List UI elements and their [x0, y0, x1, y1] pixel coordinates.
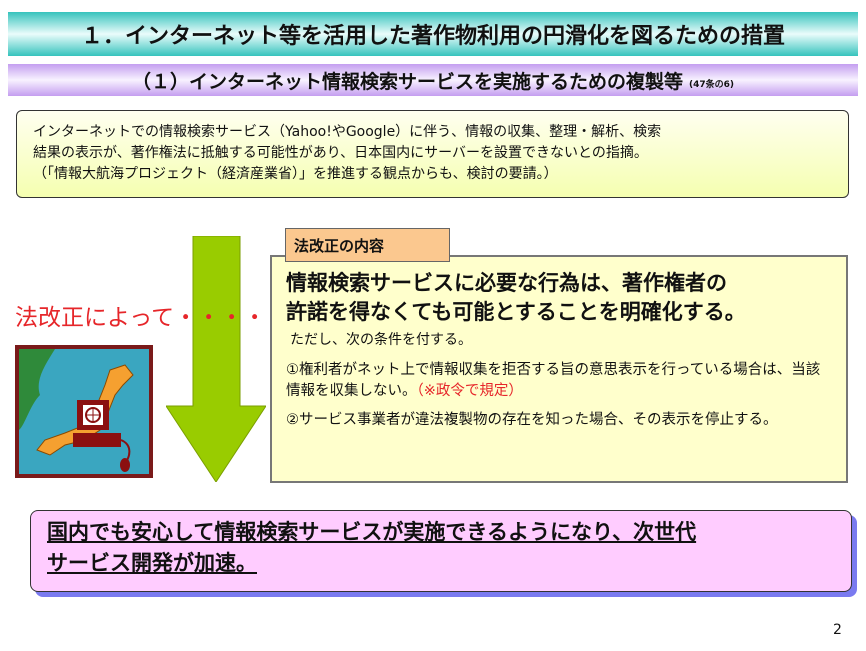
background-box: インターネットでの情報検索サービス（Yahoo!やGoogle）に伴う、情報の収… — [16, 110, 849, 198]
result-line: 国内でも安心して情報検索サービスが実施できるようになり、次世代 — [47, 520, 697, 544]
result-line: サービス開発が加速。 — [47, 551, 257, 575]
law-tag: 法改正の内容 — [285, 228, 450, 262]
intro-line: インターネットでの情報検索サービス（Yahoo!やGoogle）に伴う、情報の収… — [33, 124, 662, 140]
law-main-line: 情報検索サービスに必要な行為は、著作権者の — [286, 271, 727, 295]
down-arrow-icon — [166, 236, 266, 482]
result-box: 国内でも安心して情報検索サービスが実施できるようになり、次世代 サービス開発が加… — [30, 510, 852, 592]
condition-1: ①権利者がネット上で情報収集を拒否する旨の意思表示を行っている場合は、当該情報を… — [286, 362, 821, 399]
page-number: 2 — [833, 622, 842, 638]
section-title: （１）インターネット情報検索サービスを実施するための複製等 (47条の6) — [8, 64, 858, 96]
condition-1-note: （※政令で規定） — [416, 383, 523, 399]
japan-server-map-icon — [15, 345, 153, 478]
intro-line: 結果の表示が、著作権法に抵触する可能性があり、日本国内にサーバーを設置できないと… — [33, 145, 648, 161]
law-content-box: 情報検索サービスに必要な行為は、著作権者の 許諾を得なくても可能とすることを明確… — [270, 255, 848, 483]
proviso: ただし、次の条件を付する。 — [290, 332, 472, 348]
condition-2: ②サービス事業者が違法複製物の存在を知った場合、その表示を停止する。 — [286, 412, 778, 428]
section-title-text: （１）インターネット情報検索サービスを実施するための複製等 — [131, 70, 683, 93]
slide-title-text: １．インターネット等を活用した著作物利用の円滑化を図るための措置 — [80, 24, 785, 49]
intro-line: （「情報大航海プロジェクト（経済産業省）」を推進する観点からも、検討の要請。） — [33, 166, 558, 182]
law-main-line: 許諾を得なくても可能とすることを明確化する。 — [286, 300, 746, 324]
slide-title: １．インターネット等を活用した著作物利用の円滑化を図るための措置 — [8, 12, 858, 56]
article-reference: (47条の6) — [689, 80, 735, 90]
by-law-label: 法改正によって・・・・ — [15, 305, 267, 331]
